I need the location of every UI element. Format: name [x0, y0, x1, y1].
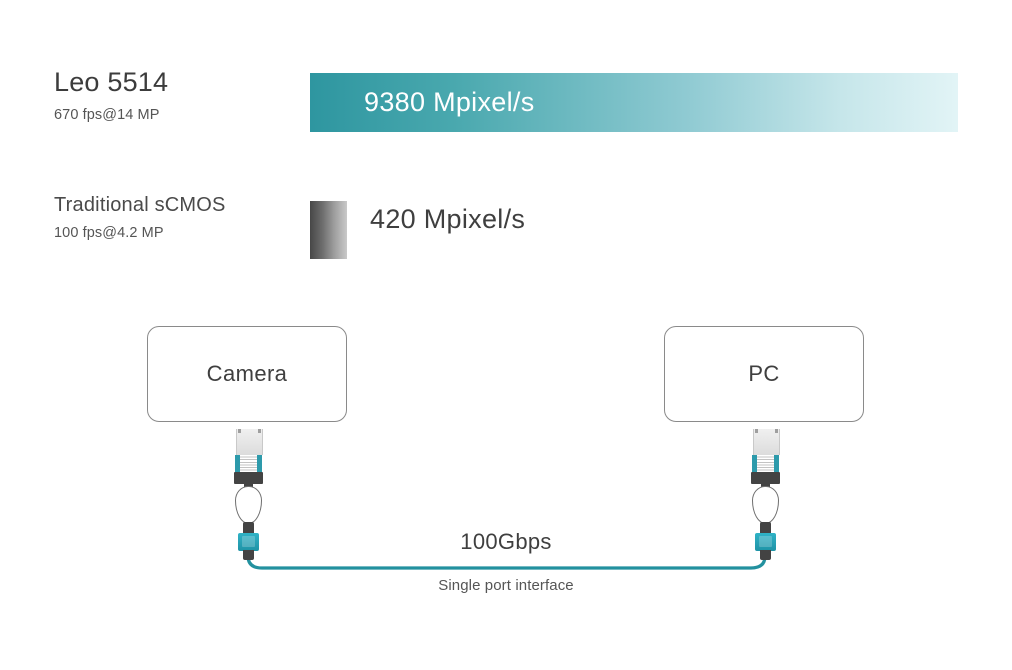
transceiver-body-icon — [236, 429, 263, 455]
bar-value-scmos: 420 Mpixel/s — [370, 204, 526, 234]
cable-loop-icon — [235, 486, 262, 524]
bar-value-leo: 9380 Mpixel/s — [364, 87, 535, 117]
cable-plug-top-icon — [760, 522, 771, 534]
cable-plug-top-icon — [243, 522, 254, 534]
transceiver-latch-icon — [752, 455, 779, 472]
node-label-camera: Camera — [206, 361, 288, 386]
comparison-row-scmos-label: Traditional sCMOS 100 fps@4.2 MP — [54, 194, 226, 241]
diagram-node-pc: PC — [664, 326, 864, 422]
cable-speed-label: 100Gbps — [460, 529, 552, 554]
transceiver-latch-icon — [235, 455, 262, 472]
transceiver-fins-icon — [757, 455, 774, 472]
bar-scmos-throughput — [310, 201, 347, 259]
diagram-node-camera: Camera — [147, 326, 347, 422]
cable-interface-note: Single port interface — [438, 577, 574, 594]
row-subtitle-leo: 670 fps@14 MP — [54, 106, 160, 123]
bar-leo-throughput: 9380 Mpixel/s — [310, 73, 958, 132]
transceiver-collar-icon — [751, 472, 780, 484]
row-title-leo: Leo 5514 — [54, 67, 169, 97]
transceiver-body-icon — [753, 429, 780, 455]
plug-sheen — [242, 536, 255, 547]
transceiver-module-pc — [735, 429, 795, 560]
cable-plug-bottom-icon — [760, 550, 771, 560]
transceiver-fins-icon — [240, 455, 257, 472]
cable-plug-barrel-icon — [238, 533, 259, 551]
transceiver-module-camera — [218, 429, 278, 560]
node-label-pc: PC — [748, 361, 780, 386]
cable-plug-barrel-icon — [755, 533, 776, 551]
transceiver-collar-icon — [234, 472, 263, 484]
cable-loop-icon — [752, 486, 779, 524]
row-subtitle-scmos: 100 fps@4.2 MP — [54, 225, 164, 241]
row-title-scmos: Traditional sCMOS — [54, 194, 226, 216]
comparison-row-leo-label: Leo 5514 670 fps@14 MP — [54, 67, 169, 123]
plug-sheen — [759, 536, 772, 547]
cable-plug-bottom-icon — [243, 550, 254, 560]
